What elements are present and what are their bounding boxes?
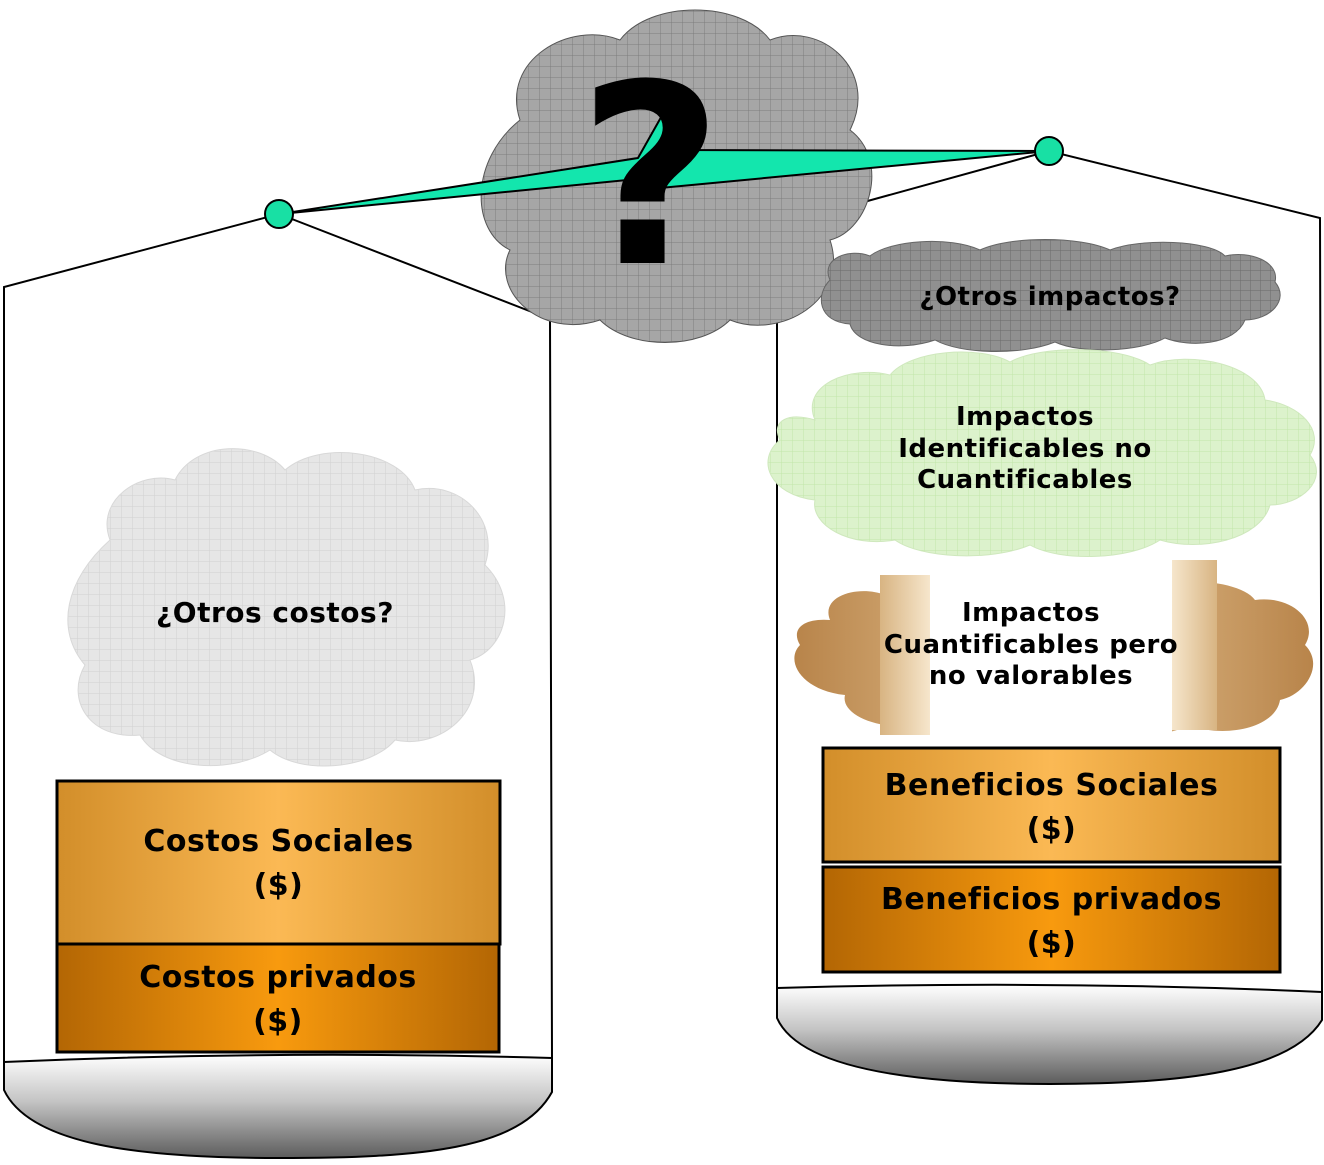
- other-costs-label: ¿Otros costos?: [156, 596, 394, 629]
- identifiable-line2: Identificables no: [898, 433, 1152, 464]
- identifiable-line3: Cuantificables: [917, 465, 1133, 496]
- other-costs-cloud: [67, 448, 506, 767]
- identifiable-impacts-label: Impactos Identificables no Cuantificable…: [860, 402, 1190, 497]
- left-pivot: [264, 199, 294, 229]
- social-costs-label: Costos Sociales ($): [57, 820, 500, 907]
- private-costs-box: [55, 942, 501, 1054]
- left-pan-bowl: [3, 1053, 553, 1160]
- social-costs-box: [55, 779, 502, 946]
- private-costs-line2: ($): [253, 1003, 303, 1039]
- social-costs-line2: ($): [253, 867, 304, 903]
- identifiable-impacts-cloud: [767, 349, 1317, 557]
- private-benefits-line1: Beneficios privados: [880, 882, 1223, 917]
- quantifiable-impacts-cloud: [794, 560, 1314, 740]
- question-mark: ?: [578, 31, 724, 322]
- quantifiable-impacts-label: Impactos Cuantificables pero no valorabl…: [866, 598, 1196, 693]
- private-benefits-line2: ($): [1026, 925, 1077, 961]
- quantifiable-line2: Cuantificables pero: [883, 629, 1179, 660]
- quantifiable-line3: no valorables: [928, 661, 1134, 692]
- other-impacts-cloud: [820, 239, 1281, 352]
- social-costs-line1: Costos Sociales: [143, 824, 414, 859]
- private-costs-line1: Costos privados: [139, 960, 417, 995]
- identifiable-line1: Impactos: [955, 402, 1095, 432]
- social-benefits-line1: Beneficios Sociales: [884, 768, 1219, 803]
- balance-beam: [279, 111, 1050, 215]
- right-pan-bowl: [776, 983, 1323, 1086]
- private-benefits-box: [821, 865, 1282, 974]
- social-benefits-line2: ($): [1026, 811, 1077, 847]
- right-pivot: [1034, 136, 1064, 166]
- quantifiable-line1: Impactos: [961, 598, 1101, 628]
- private-costs-label: Costos privados ($): [57, 956, 499, 1043]
- social-benefits-label: Beneficios Sociales ($): [823, 764, 1280, 851]
- other-impacts-label: ¿Otros impactos?: [919, 282, 1181, 312]
- private-benefits-label: Beneficios privados ($): [823, 878, 1280, 965]
- social-benefits-box: [821, 746, 1282, 864]
